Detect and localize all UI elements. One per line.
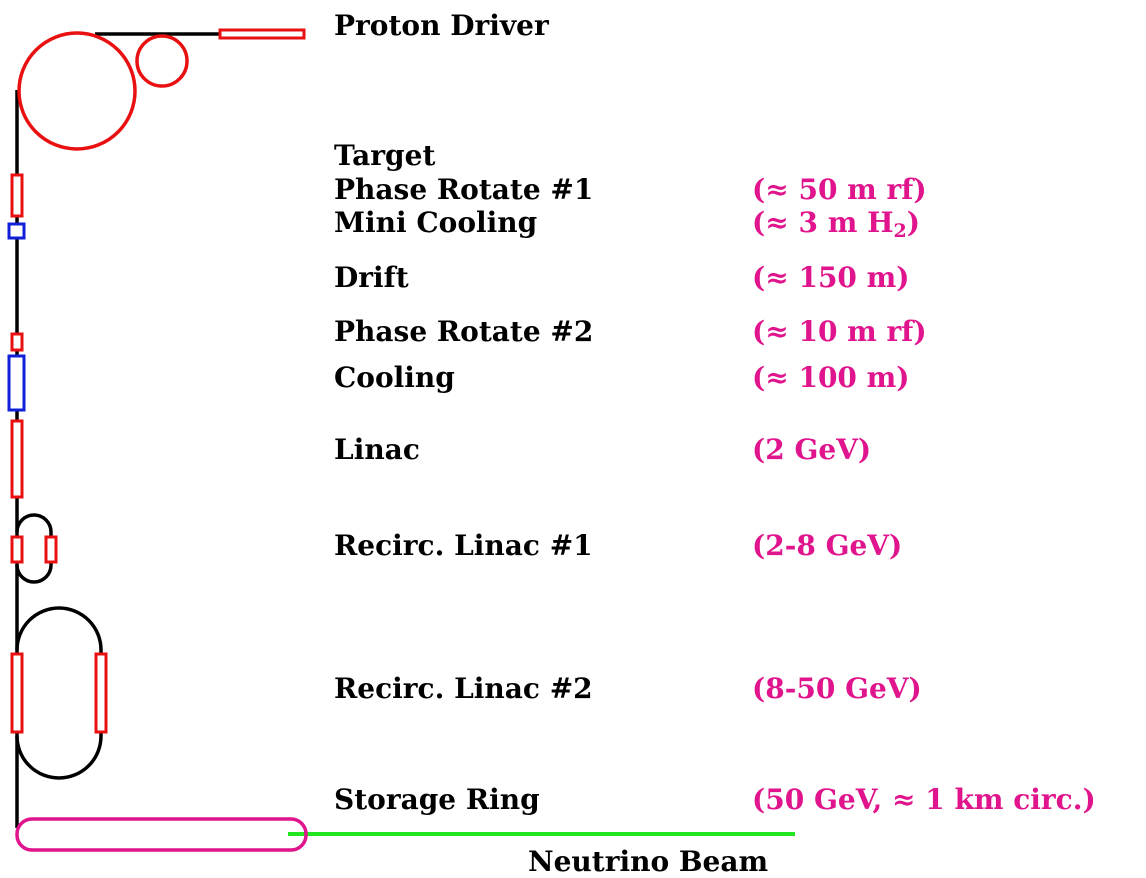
- recirc-linac-1-right-element: [44, 535, 58, 564]
- mini-cooling-element: [7, 222, 26, 240]
- phase-rotate-1-label: Phase Rotate #1: [334, 173, 594, 206]
- recirc-linac-2-loop: [15, 606, 103, 780]
- recirc-linac-2-label: Recirc. Linac #2: [334, 672, 593, 705]
- proton-driver-label: Proton Driver: [334, 9, 549, 42]
- phase-rotate-2-label: Phase Rotate #2: [334, 315, 594, 348]
- phase-rotate-1-value: (≈ 50 m rf): [752, 173, 927, 206]
- proton-driver-main-ring: [17, 31, 137, 151]
- phase-rotate-2-element: [10, 332, 24, 352]
- storage-ring-label: Storage Ring: [334, 783, 540, 816]
- cooling-element: [7, 354, 26, 412]
- storage-ring-value: (50 GeV, ≈ 1 km circ.): [752, 783, 1096, 816]
- linac-label: Linac: [334, 433, 420, 466]
- drift-value: (≈ 150 m): [752, 261, 910, 294]
- proton-driver-booster-ring: [135, 34, 189, 88]
- cooling-label: Cooling: [334, 361, 455, 394]
- recirc-linac-1-label: Recirc. Linac #1: [334, 529, 593, 562]
- phase-rotate-2-value: (≈ 10 m rf): [752, 315, 927, 348]
- mini-cooling-label: Mini Cooling: [334, 206, 538, 239]
- mini-cooling-value-close: ): [906, 206, 921, 239]
- recirc-linac-1-value: (2-8 GeV): [752, 529, 903, 562]
- mini-cooling-value: (≈ 3 m H2): [752, 209, 920, 241]
- recirc-linac-2-value: (8-50 GeV): [752, 672, 922, 705]
- proton-driver-linac: [218, 28, 306, 40]
- cooling-value: (≈ 100 m): [752, 361, 910, 394]
- linac-value: (2 GeV): [752, 433, 872, 466]
- recirc-linac-2-right-element: [94, 652, 108, 734]
- recirc-linac-1-left-element: [10, 535, 24, 564]
- neutrino-beam-label: Neutrino Beam: [528, 845, 769, 878]
- recirc-linac-2-left-element: [10, 652, 24, 734]
- drift-label: Drift: [334, 261, 409, 294]
- linac-element: [10, 419, 24, 499]
- target-label: Target: [334, 139, 436, 172]
- mini-cooling-value-main: (≈ 3 m H: [752, 206, 894, 239]
- mini-cooling-value-subscript: 2: [893, 220, 907, 242]
- storage-ring: [15, 817, 308, 852]
- phase-rotate-1-element: [10, 173, 24, 218]
